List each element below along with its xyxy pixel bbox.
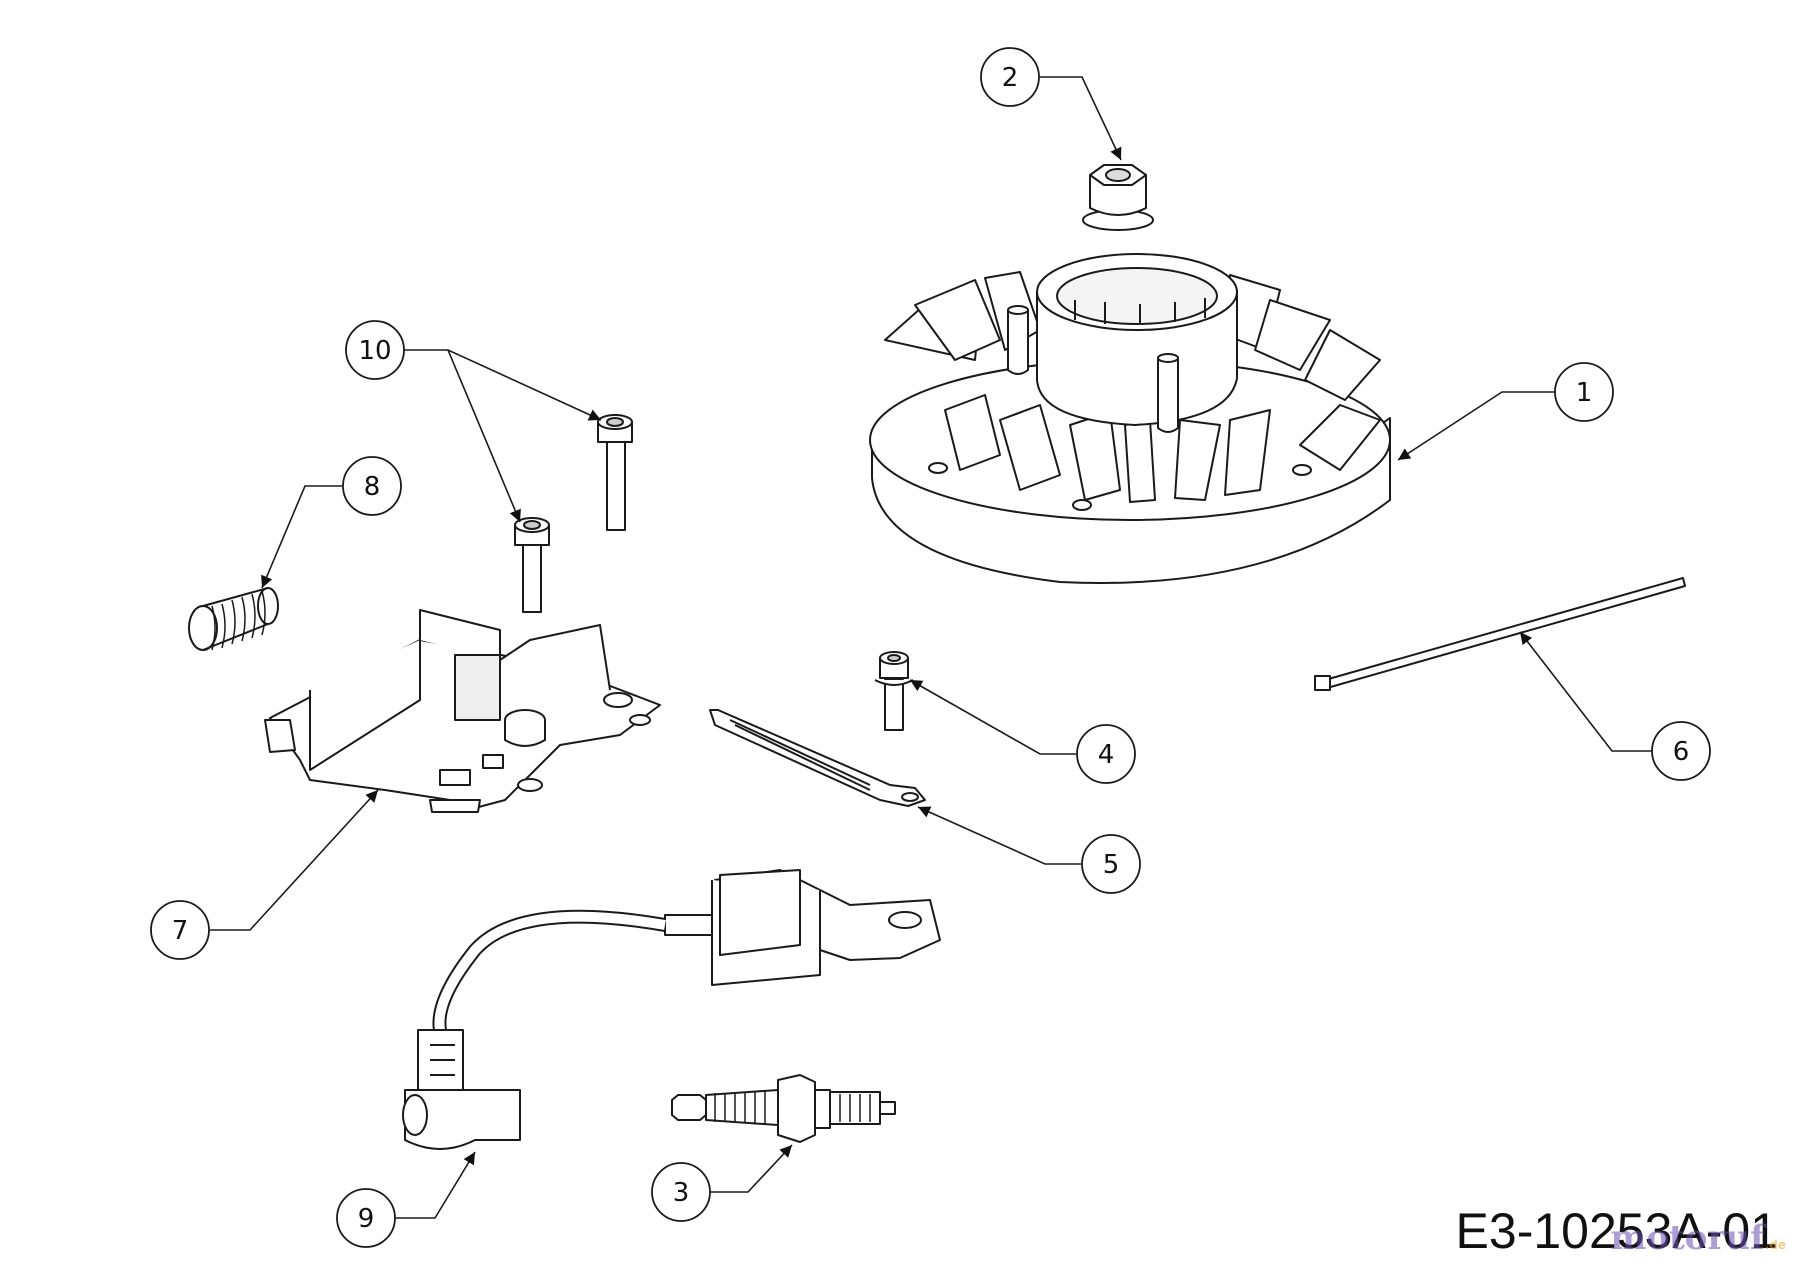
callout-6: 6: [1651, 721, 1711, 781]
callout-3: 3: [651, 1162, 711, 1222]
leader-2: [1040, 76, 1122, 161]
callout-label-3: 3: [673, 1178, 690, 1208]
callout-5: 5: [1081, 834, 1141, 894]
leader-10b: [447, 349, 521, 523]
callout-8: 8: [342, 456, 402, 516]
spring-icon: [188, 587, 279, 651]
spark-plug-icon: [671, 1074, 896, 1143]
callout-label-2: 2: [1002, 63, 1019, 93]
leader-8: [261, 485, 342, 589]
leader-4: [909, 679, 1076, 755]
leader-7: [210, 789, 379, 931]
leader-9: [396, 1151, 476, 1219]
callout-9: 9: [336, 1188, 396, 1248]
callouts: 1 2 3 4 5 6 7 8: [150, 47, 1711, 1248]
leader-3: [710, 1144, 793, 1193]
callout-label-9: 9: [358, 1204, 375, 1234]
flange-nut-icon: [1082, 164, 1154, 231]
callout-label-10: 10: [358, 336, 391, 366]
callout-label-4: 4: [1098, 740, 1115, 770]
ground-strap-icon: [709, 709, 926, 807]
leader-10a: [404, 349, 602, 421]
governor-bracket-icon: [264, 609, 661, 813]
bolt-icon: [874, 651, 914, 731]
callout-10: 10: [345, 320, 405, 380]
ignition-coil-icon: [402, 869, 941, 1150]
leader-1: [1397, 391, 1555, 461]
watermark-logo: motoruf.de: [1610, 1218, 1786, 1258]
callout-1: 1: [1554, 362, 1614, 422]
callout-label-6: 6: [1673, 737, 1690, 767]
callout-7: 7: [150, 900, 210, 960]
leader-5: [917, 806, 1081, 865]
flywheel-icon: [869, 253, 1391, 584]
cable-tie-icon: [1314, 577, 1686, 691]
watermark-suffix: .de: [1764, 1238, 1786, 1252]
bolt-icon: [597, 414, 633, 531]
callout-4: 4: [1076, 724, 1136, 784]
callout-label-7: 7: [172, 916, 189, 946]
callout-2: 2: [980, 47, 1040, 107]
reference-code: E3-10253A-01: [1455, 1203, 1778, 1259]
leader-lines: [210, 76, 1652, 1219]
callout-label-8: 8: [364, 472, 381, 502]
bolt-icon: [514, 517, 550, 613]
watermark-brand: motoruf: [1610, 1218, 1765, 1258]
callout-label-1: 1: [1576, 378, 1593, 408]
leader-6: [1519, 631, 1652, 752]
callout-label-5: 5: [1103, 850, 1120, 880]
